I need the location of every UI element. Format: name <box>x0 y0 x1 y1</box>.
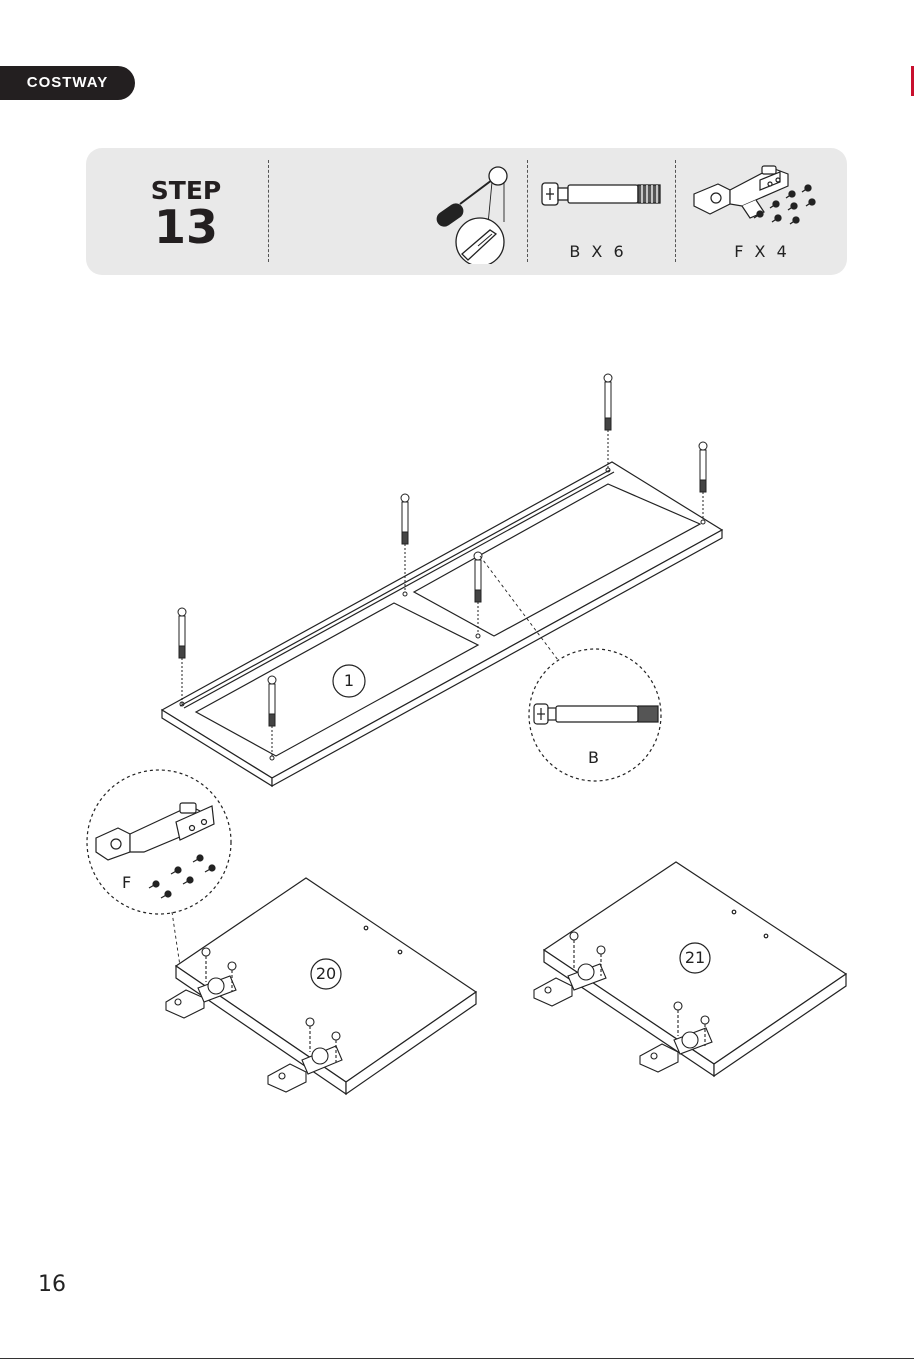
panel-1-label: 1 <box>329 671 369 690</box>
zoom-b-label: B <box>588 748 599 767</box>
panel-21-label: 21 <box>675 948 715 967</box>
zoom-f-label: F <box>122 873 131 892</box>
bottom-rule <box>0 1358 914 1359</box>
page-number: 16 <box>38 1272 66 1297</box>
panel-20-label: 20 <box>306 964 346 983</box>
